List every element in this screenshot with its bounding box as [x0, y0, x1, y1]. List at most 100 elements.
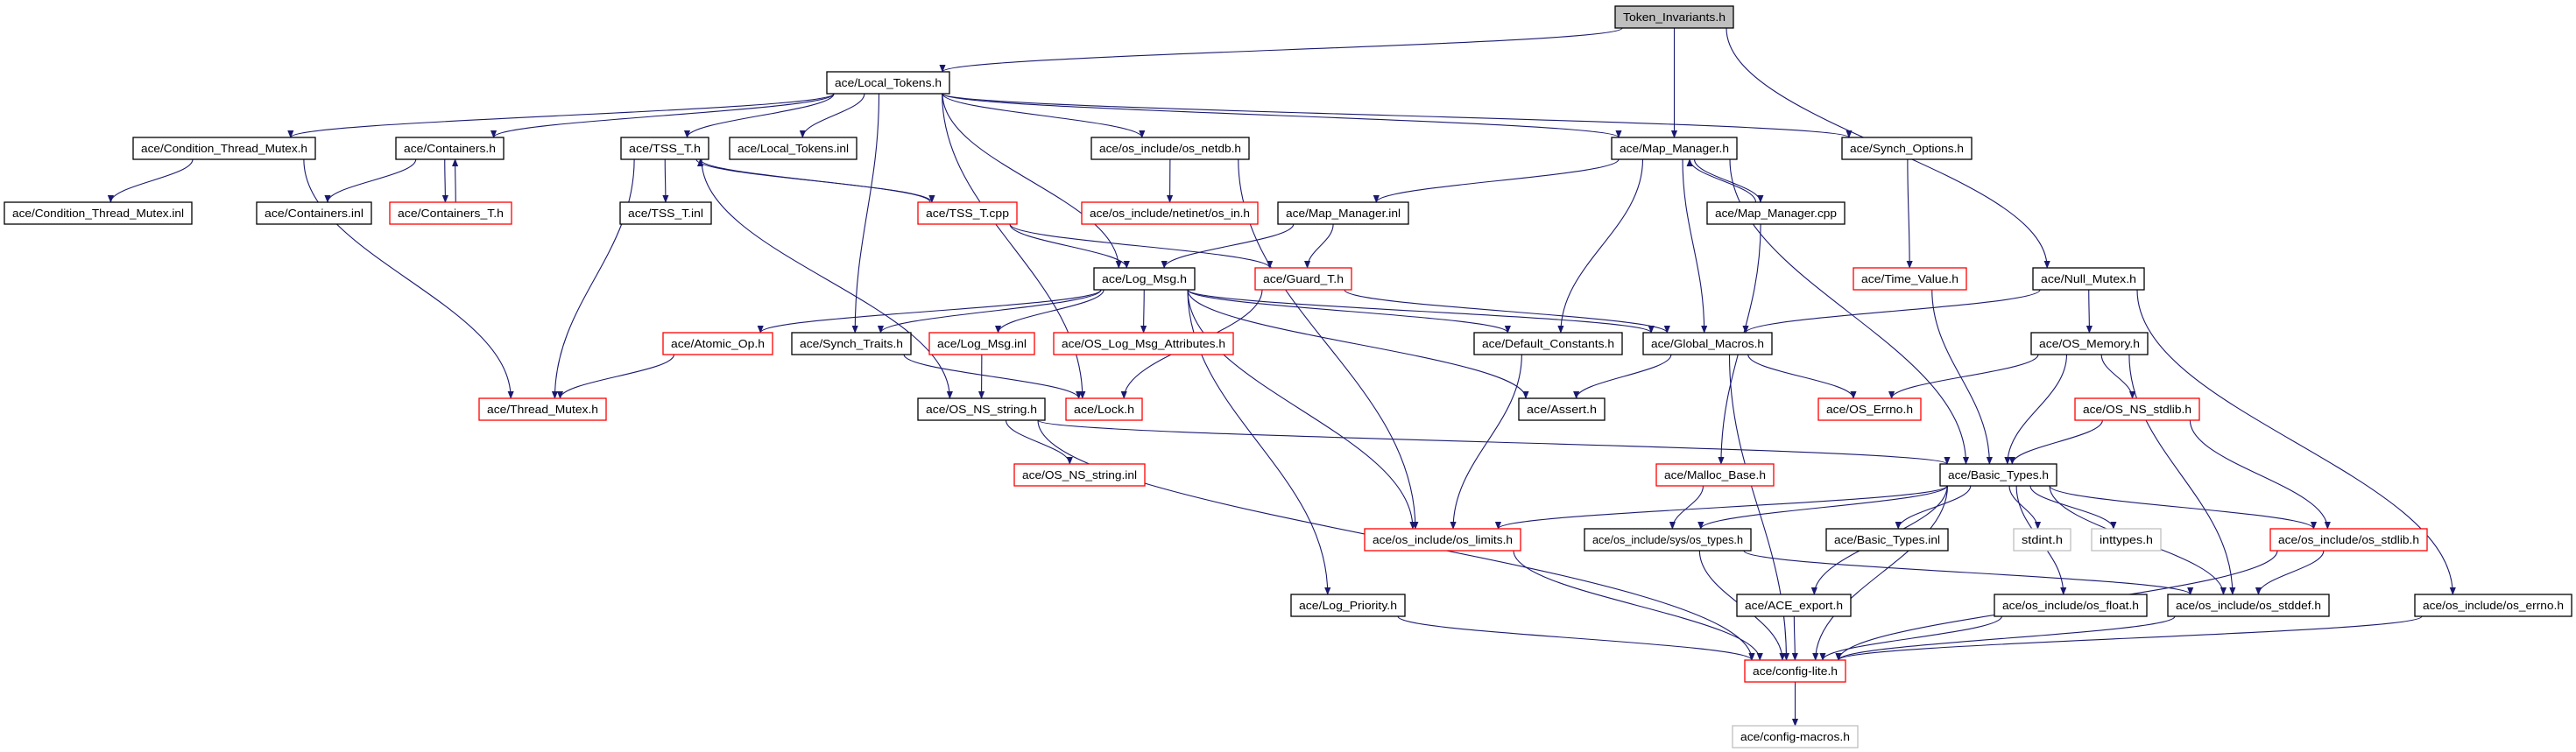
node-ace-export[interactable]: ace/ACE_export.h: [1736, 594, 1852, 617]
edge-guard-t-to-global-macros: [1344, 289, 1670, 334]
node-token-invariants[interactable]: Token_Invariants.h: [1614, 5, 1734, 29]
edge-tss-t-to-os-ns-string: [701, 158, 953, 399]
node-label: ace/config-lite.h: [1753, 664, 1838, 678]
node-local-tokens-inl[interactable]: ace/Local_Tokens.inl: [729, 137, 857, 160]
node-box: [1642, 332, 1773, 355]
node-box: [1744, 659, 1846, 683]
node-os-float[interactable]: ace/os_include/os_float.h: [1994, 594, 2148, 617]
node-label: ace/Lock.h: [1074, 403, 1134, 416]
node-map-manager-cpp[interactable]: ace/Map_Manager.cpp: [1706, 201, 1846, 225]
edge-local-tokens-to-synch-options: [942, 93, 1853, 138]
node-label: ace/Basic_Types.inl: [1834, 533, 1940, 546]
node-box: [1065, 397, 1143, 421]
node-local-tokens[interactable]: ace/Local_Tokens.h: [826, 71, 950, 95]
edge-ace-export-to-config-lite: [1791, 615, 1798, 661]
node-synch-options[interactable]: ace/Synch_Options.h: [1841, 137, 1973, 160]
node-map-manager[interactable]: ace/Map_Manager.h: [1611, 137, 1738, 160]
node-os-errno-h[interactable]: ace/OS_Errno.h: [1817, 397, 1922, 421]
edge-malloc-base-to-os-types: [1669, 485, 1704, 530]
node-box: [4, 201, 193, 225]
node-basic-types[interactable]: ace/Basic_Types.h: [1939, 463, 2057, 487]
node-label: ace/OS_Log_Msg_Attributes.h: [1062, 337, 1225, 350]
node-box: [2030, 332, 2149, 355]
node-label: Token_Invariants.h: [1623, 11, 1726, 24]
node-box: [132, 137, 316, 160]
node-atomic-op[interactable]: ace/Atomic_Op.h: [662, 332, 773, 355]
node-box: [1290, 594, 1406, 617]
edge-log-priority-to-config-lite: [1397, 615, 1755, 661]
node-cond-thread-mutex[interactable]: ace/Condition_Thread_Mutex.h: [132, 137, 316, 160]
node-os-ns-string[interactable]: ace/OS_NS_string.h: [917, 397, 1046, 421]
node-box: [928, 332, 1035, 355]
node-label: ace/Condition_Thread_Mutex.h: [141, 142, 307, 155]
edge-os-memory-to-os-errno-h: [1888, 354, 2039, 399]
node-label: ace/Condition_Thread_Mutex.inl: [12, 207, 184, 220]
node-os-log-msg-attr[interactable]: ace/OS_Log_Msg_Attributes.h: [1053, 332, 1234, 355]
node-synch-traits[interactable]: ace/Synch_Traits.h: [791, 332, 912, 355]
node-os-ns-string-inl[interactable]: ace/OS_NS_string.inl: [1013, 463, 1146, 487]
node-box: [1254, 267, 1352, 291]
edge-os-memory-to-os-stddef: [2128, 354, 2236, 595]
edge-local-tokens-to-tss-t: [683, 93, 835, 138]
node-tss-t-inl[interactable]: ace/TSS_T.inl: [619, 201, 712, 225]
edge-tss-t-cpp-to-log-msg: [1009, 223, 1130, 269]
node-os-in[interactable]: ace/os_include/netinet/os_in.h: [1081, 201, 1259, 225]
node-malloc-base[interactable]: ace/Malloc_Base.h: [1655, 463, 1775, 487]
node-box: [826, 71, 950, 95]
node-box: [662, 332, 773, 355]
node-log-priority[interactable]: ace/Log_Priority.h: [1290, 594, 1406, 617]
node-os-memory[interactable]: ace/OS_Memory.h: [2030, 332, 2149, 355]
node-label: ace/Map_Manager.cpp: [1715, 207, 1837, 220]
node-box: [2091, 528, 2162, 552]
node-label: ace/OS_NS_string.h: [926, 403, 1037, 416]
node-box: [1825, 528, 1949, 552]
node-os-errno[interactable]: ace/os_include/os_errno.h: [2414, 594, 2572, 617]
node-default-constants[interactable]: ace/Default_Constants.h: [1473, 332, 1623, 355]
edge-map-manager-inl-to-guard-t: [1303, 223, 1334, 269]
node-os-limits[interactable]: ace/os_include/os_limits.h: [1364, 528, 1521, 552]
node-log-msg-inl[interactable]: ace/Log_Msg.inl: [928, 332, 1035, 355]
node-os-stddef[interactable]: ace/os_include/os_stddef.h: [2167, 594, 2330, 617]
node-assert[interactable]: ace/Assert.h: [1518, 397, 1606, 421]
node-box: [791, 332, 912, 355]
node-label: ace/os_include/os_netdb.h: [1099, 142, 1241, 155]
node-os-ns-stdlib[interactable]: ace/OS_NS_stdlib.h: [2074, 397, 2200, 421]
node-guard-t[interactable]: ace/Guard_T.h: [1254, 267, 1352, 291]
node-containers[interactable]: ace/Containers.h: [395, 137, 505, 160]
node-null-mutex[interactable]: ace/Null_Mutex.h: [2032, 267, 2145, 291]
edge-global-macros-to-assert: [1573, 354, 1672, 399]
node-thread-mutex[interactable]: ace/Thread_Mutex.h: [478, 397, 607, 421]
node-containers-inl[interactable]: ace/Containers.inl: [256, 201, 372, 225]
edge-local-tokens-to-map-manager: [942, 93, 1622, 138]
node-label: ace/Atomic_Op.h: [671, 337, 765, 350]
node-log-msg[interactable]: ace/Log_Msg.h: [1093, 267, 1196, 291]
node-config-macros[interactable]: ace/config-macros.h: [1732, 725, 1859, 748]
node-os-netdb[interactable]: ace/os_include/os_netdb.h: [1090, 137, 1250, 160]
edge-atomic-op-to-thread-mutex: [556, 354, 675, 399]
node-lock[interactable]: ace/Lock.h: [1065, 397, 1143, 421]
node-box: [729, 137, 857, 160]
node-os-types[interactable]: ace/os_include/sys/os_types.h: [1584, 528, 1752, 552]
node-label: ace/Default_Constants.h: [1482, 337, 1614, 350]
node-config-lite[interactable]: ace/config-lite.h: [1744, 659, 1846, 683]
node-tss-t-cpp[interactable]: ace/TSS_T.cpp: [917, 201, 1018, 225]
node-global-macros[interactable]: ace/Global_Macros.h: [1642, 332, 1773, 355]
node-stdint[interactable]: stdint.h: [2013, 528, 2071, 552]
edge-token-invariants-to-local-tokens: [939, 27, 1623, 73]
edge-log-msg-to-synch-traits: [877, 289, 1102, 334]
node-tss-t[interactable]: ace/TSS_T.h: [620, 137, 709, 160]
edge-os-limits-to-config-lite: [1513, 550, 1763, 661]
edge-local-tokens-to-log-msg: [942, 93, 1122, 269]
edge-map-manager-to-global-macros: [1682, 158, 1708, 334]
node-map-manager-inl[interactable]: ace/Map_Manager.inl: [1277, 201, 1409, 225]
edge-containers-to-containers-t: [441, 158, 448, 203]
node-cond-thread-mutex-inl[interactable]: ace/Condition_Thread_Mutex.inl: [4, 201, 193, 225]
node-os-stdlib[interactable]: ace/os_include/os_stdlib.h: [2269, 528, 2428, 552]
node-box: [1584, 528, 1752, 552]
node-label: ace/OS_Memory.h: [2039, 337, 2140, 350]
node-inttypes[interactable]: inttypes.h: [2091, 528, 2162, 552]
node-basic-types-inl[interactable]: ace/Basic_Types.inl: [1825, 528, 1949, 552]
node-box: [1364, 528, 1521, 552]
node-time-value[interactable]: ace/Time_Value.h: [1853, 267, 1967, 291]
node-containers-t[interactable]: ace/Containers_T.h: [389, 201, 512, 225]
